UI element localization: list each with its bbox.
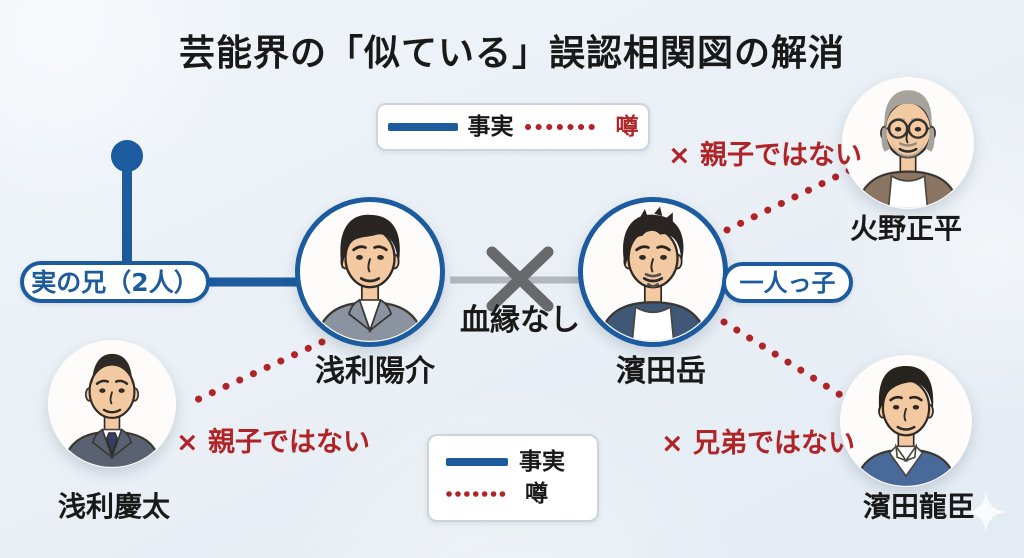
- legend-rumor-label: 噂: [615, 113, 639, 140]
- rumor-dotted-line-icon: [524, 124, 605, 130]
- rumor-dotted-line-icon: [446, 491, 514, 497]
- avatar-asari-yosuke: [295, 197, 445, 347]
- page-title: 芸能界の「似ている」誤認相関図の解消: [178, 33, 845, 74]
- sparkle-icon: [967, 491, 1005, 533]
- fact-solid-line-icon: [446, 458, 508, 466]
- note-not-brothers: × 兄弟ではない: [660, 428, 856, 459]
- avatar-asari-keita: [48, 340, 176, 468]
- avatar-hamada-tatsuomi: [840, 355, 972, 487]
- legend-fact-label: 事実: [467, 113, 514, 140]
- pill-real-brothers: 実の兄（2人）: [20, 261, 210, 303]
- name-asari-keita: 浅利慶太: [57, 490, 171, 523]
- legend-row-rumor: 噂: [446, 480, 597, 507]
- note-no-blood-relation: 血縁なし: [460, 303, 580, 338]
- name-hamada-gaku: 濱田岳: [616, 354, 706, 389]
- note-not-parent-child-hino: × 親子ではない: [667, 140, 863, 171]
- avatar-hamada-gaku: [578, 197, 728, 347]
- note-not-parent-child-keita: × 親子ではない: [175, 427, 371, 458]
- legend-row-fact: 事実: [446, 448, 597, 475]
- legend-fact-label: 事実: [519, 448, 565, 475]
- rumor-line-gaku-tatsuomi: [720, 318, 854, 405]
- name-hino-shohei: 火野正平: [849, 212, 963, 245]
- fact-solid-line-icon: [387, 123, 458, 131]
- cross-icon: [486, 246, 554, 312]
- rumor-line-gaku-hino: [723, 165, 856, 234]
- pill-only-child: 一人っ子: [722, 262, 853, 303]
- rumor-line-yosuke-keita: [186, 338, 326, 407]
- legend-bottom: 事実 噂: [427, 434, 599, 522]
- avatar-hino-shohei: [842, 77, 974, 209]
- legend-rumor-label: 噂: [525, 480, 548, 507]
- name-asari-yosuke: 浅利陽介: [315, 354, 435, 389]
- name-hamada-tatsuomi: 濱田龍臣: [862, 490, 976, 523]
- legend-top: 事実 噂: [376, 103, 650, 151]
